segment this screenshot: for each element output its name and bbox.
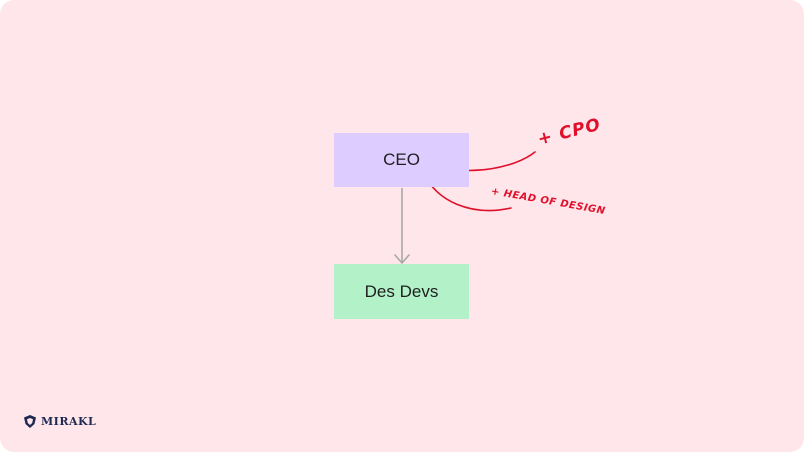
- shield-logo-icon: [24, 415, 36, 428]
- node-des-devs-label: Des Devs: [364, 281, 439, 301]
- node-des-devs[interactable]: Des Devs: [334, 264, 469, 319]
- arrowhead-icon: [394, 254, 410, 264]
- mirakl-logo: MIRAKL: [23, 414, 96, 429]
- logo-text: MIRAKL: [41, 415, 97, 428]
- node-ceo[interactable]: CEO: [334, 133, 469, 187]
- node-ceo-label: CEO: [383, 150, 420, 169]
